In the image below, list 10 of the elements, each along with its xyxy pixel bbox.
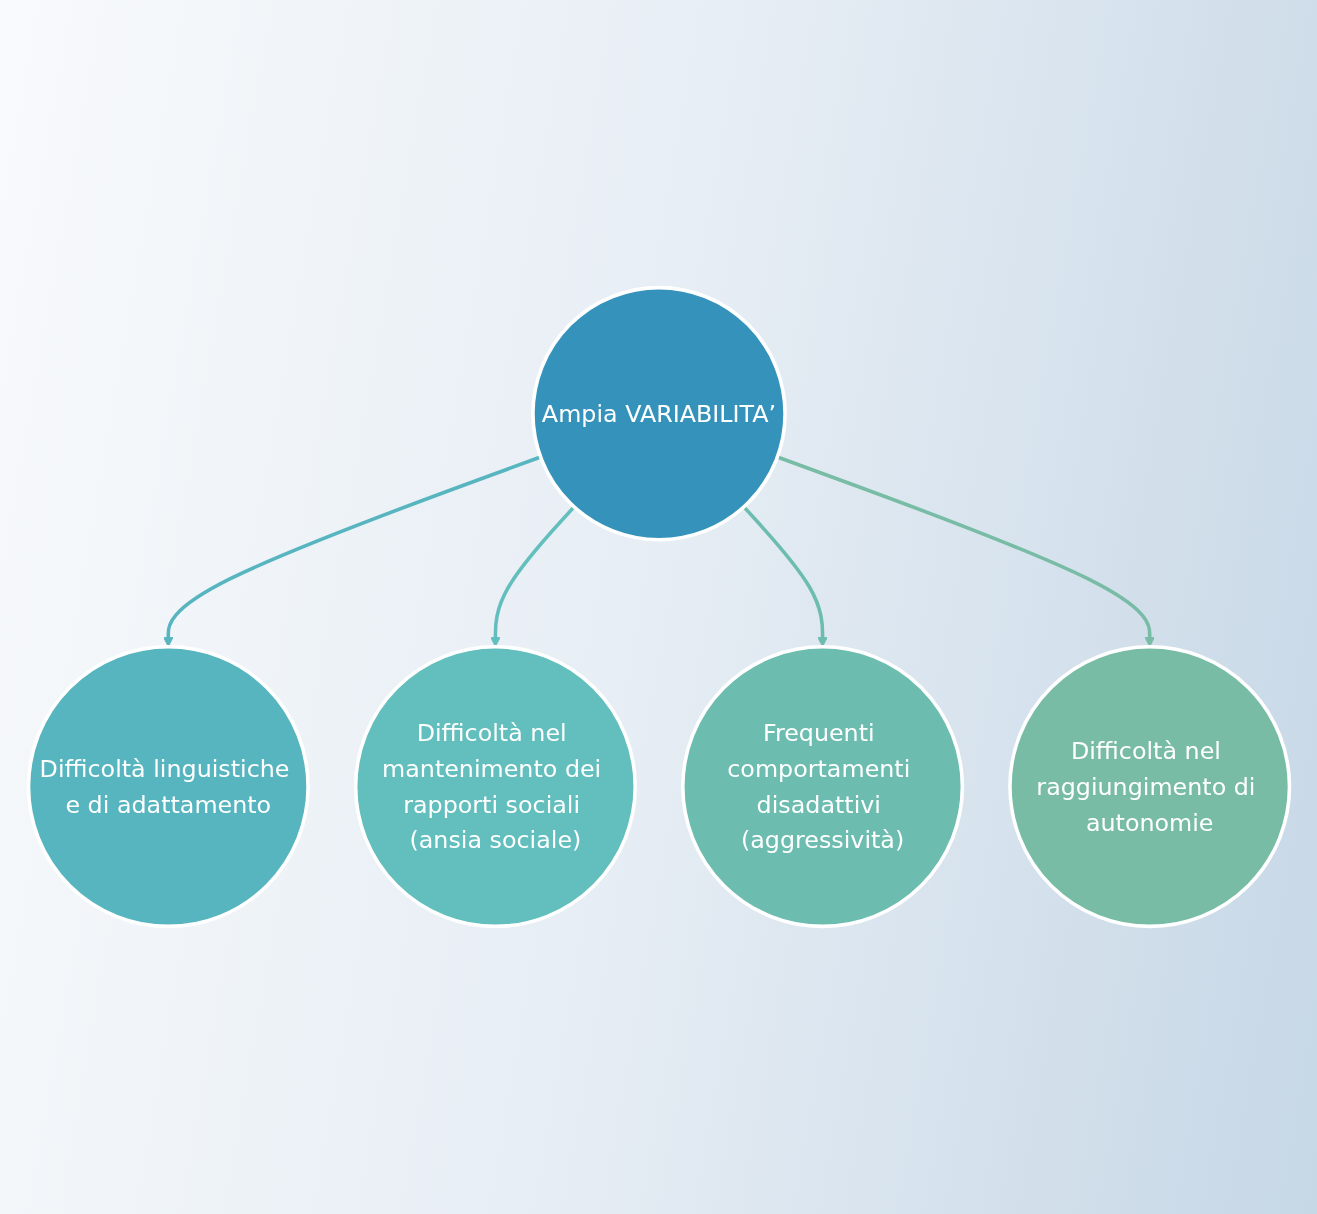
arrow (742, 505, 828, 648)
diagram: Difficoltà linguistiche e di adattamento Difficoltà nel raggiungimento di autonomie Ampia VARIABILITA’ Difficoltà nel mantenimento dei rapporti sociali (ansia sociale) Frequenti comportamenti disadattivi (aggressività) (18, 17, 1299, 1197)
node-circle (353, 645, 637, 929)
node-circle (26, 645, 310, 929)
arrow (776, 455, 1155, 648)
arrow (489, 505, 575, 648)
node-circle (530, 285, 787, 542)
node-circle (1007, 645, 1291, 929)
node-circle (680, 645, 964, 929)
arrow (162, 455, 541, 648)
